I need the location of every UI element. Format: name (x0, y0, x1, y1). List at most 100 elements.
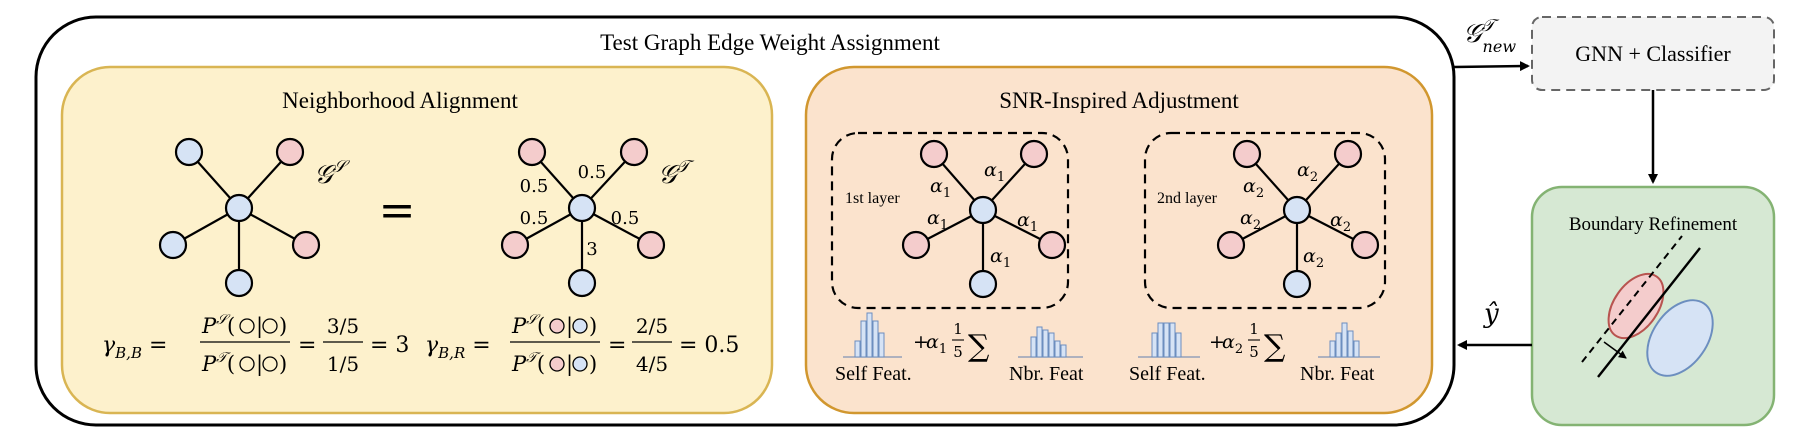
layer2-box (1143, 131, 1387, 310)
graph-node (224, 193, 254, 223)
graph-node (1350, 230, 1380, 260)
layer2-aggregation: + α2 1 5 ∑ (1138, 320, 1380, 364)
svg-text:P𝒯(: P𝒯( (201, 350, 235, 376)
graph-node (901, 230, 931, 260)
svg-text:+: + (913, 331, 929, 353)
svg-text:|: | (256, 352, 263, 377)
graph-node (174, 137, 204, 167)
edge-weight-label: 0.5 (520, 176, 549, 197)
formula-gamma-br: γB,R = P𝒮( | ) P𝒯( | ) = 2/5 4/5 = 0.5 (425, 312, 739, 377)
edge-weight-label: 0.5 (578, 162, 607, 183)
graph-node (1333, 139, 1363, 169)
svg-text:2/5: 2/5 (636, 314, 668, 338)
svg-text:): ) (279, 314, 287, 338)
graph-node (275, 137, 305, 167)
self-feat-label: Self Feat. (1129, 363, 1206, 385)
svg-text:α2: α2 (1240, 207, 1261, 233)
edge-weight-label: 0.5 (520, 208, 549, 229)
target-graph (500, 137, 666, 298)
layer1-aggregation: + α1 1 5 ∑ (843, 312, 1083, 364)
svg-text:|: | (566, 352, 573, 377)
layer1-weights: α1 α1 α1 α1 α1 (927, 159, 1038, 271)
layer2-graph (1216, 139, 1380, 299)
graph-node (619, 137, 649, 167)
svg-text:=: = (298, 333, 316, 358)
svg-text:α1: α1 (930, 175, 951, 201)
layer1-label: 1st layer (845, 190, 900, 207)
svg-text:α2: α2 (1243, 175, 1264, 201)
svg-text:γB,R =: γB,R = (425, 333, 491, 362)
output-label: ŷ (1483, 299, 1499, 329)
svg-text:|: | (566, 314, 573, 339)
svg-text:α1: α1 (984, 159, 1005, 185)
svg-text:3/5: 3/5 (327, 314, 359, 338)
graph-node (567, 268, 597, 298)
self-feat-label: Self Feat. (835, 363, 912, 385)
nbr-feat-label: Nbr. Feat (1009, 363, 1084, 385)
graph-node (517, 137, 547, 167)
nbr-feat-label: Nbr. Feat (1300, 363, 1375, 385)
layer1-graph (901, 139, 1067, 299)
neighborhood-alignment-title: Neighborhood Alignment (282, 88, 518, 113)
svg-text:): ) (589, 352, 597, 376)
svg-text:∑: ∑ (1264, 329, 1286, 364)
layer2-weights: α2 α2 α2 α2 α2 (1240, 159, 1351, 271)
formula-gamma-bb: γB,B = P𝒮( | ) P𝒯( | ) = 3/5 1/5 = 3 (102, 312, 409, 377)
svg-text:|: | (256, 314, 263, 339)
svg-text:1: 1 (953, 320, 963, 338)
graph-node (1037, 230, 1067, 260)
graph-node (1232, 139, 1262, 169)
svg-text:): ) (279, 352, 287, 376)
graph-node (1019, 139, 1049, 169)
gnn-classifier-label: GNN + Classifier (1575, 41, 1731, 66)
source-graph (158, 137, 321, 298)
decision-boundary-illustration (1581, 235, 1714, 378)
svg-text:α1: α1 (990, 245, 1011, 271)
gnn-classifier-box (1531, 16, 1775, 91)
svg-text:= 0.5: = 0.5 (679, 333, 739, 358)
graph-node (636, 230, 666, 260)
svg-text:4/5: 4/5 (636, 352, 668, 376)
svg-text:∑: ∑ (968, 329, 990, 364)
graph-node (1216, 230, 1246, 260)
graph-node (567, 193, 597, 223)
edge-weight-label: 0.5 (611, 208, 640, 229)
edge-weight-label: 3 (586, 239, 597, 260)
svg-text:P𝒮(: P𝒮( (201, 312, 235, 338)
svg-text:1: 1 (1249, 320, 1259, 338)
graph-node (919, 139, 949, 169)
svg-text:1/5: 1/5 (327, 352, 359, 376)
graph-node (500, 230, 530, 260)
graph-node (1282, 195, 1312, 225)
arrow-to-gnn (1453, 61, 1530, 72)
svg-text:): ) (589, 314, 597, 338)
svg-text:α1: α1 (926, 331, 947, 357)
svg-text:α2: α2 (1330, 209, 1351, 235)
graph-node (158, 230, 188, 260)
layer2-label: 2nd layer (1157, 190, 1218, 207)
graph-node (1282, 269, 1312, 299)
boundary-refinement-label: Boundary Refinement (1569, 214, 1738, 235)
svg-text:α1: α1 (1017, 209, 1038, 235)
svg-text:+: + (1209, 331, 1225, 353)
svg-text:P𝒮(: P𝒮( (511, 312, 545, 338)
svg-text:=: = (608, 333, 626, 358)
outer-title: Test Graph Edge Weight Assignment (600, 30, 940, 55)
svg-text:α2: α2 (1297, 159, 1318, 185)
svg-text:α2: α2 (1222, 331, 1243, 357)
svg-text:α2: α2 (1303, 245, 1324, 271)
graph-node (968, 195, 998, 225)
svg-text:= 3: = 3 (370, 333, 409, 358)
snr-adjustment-panel (804, 65, 1434, 415)
svg-text:α1: α1 (927, 207, 948, 233)
svg-text:5: 5 (1249, 343, 1259, 361)
svg-text:γB,B =: γB,B = (102, 333, 167, 362)
equals-sign: = (379, 185, 416, 236)
graph-node (224, 268, 254, 298)
graph-node (291, 230, 321, 260)
graph-node (968, 269, 998, 299)
svg-text:5: 5 (953, 343, 963, 361)
svg-text:P𝒯(: P𝒯( (511, 350, 545, 376)
